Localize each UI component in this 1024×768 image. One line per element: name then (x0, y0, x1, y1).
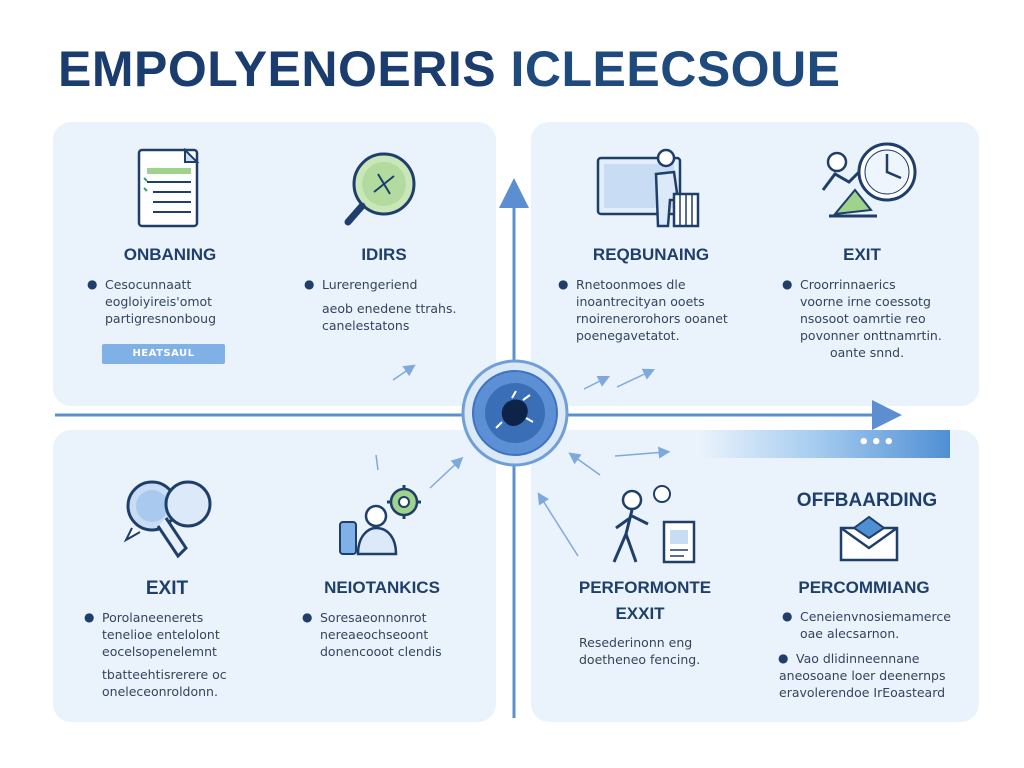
bullet-line: poenegavetatot. (576, 328, 680, 343)
chat-bubbles-icon (122, 478, 217, 567)
bullet-line: eravolerendoe IrEoasteard (779, 685, 946, 700)
bullet-dot: ● (558, 277, 569, 291)
stage-heading-offbaarding: OFFBAARDING (796, 490, 938, 511)
document-checklist-icon (135, 147, 205, 234)
stage-heading-exit-top: EXIT (843, 245, 881, 264)
bullet-line: Soresaeonnonrot (320, 610, 427, 625)
bullet-line: oneleceonroldonn. (102, 684, 218, 699)
stage-bullet-offbaarding-2: ● Vao dlidinneennane aneosoane loer deen… (778, 650, 945, 701)
bullet-dot: ● (778, 651, 789, 665)
stage-subheading-offbaarding: PERCOMMIANG (798, 578, 930, 597)
stage-heading-neiotankics: NEIOTANKICS (324, 578, 440, 597)
flow-arrow (568, 452, 601, 476)
magnifying-glass-icon (340, 148, 420, 234)
stage-bullet-onboarding: ● Cesocunnaatt eogloiyireis'omot partigr… (87, 276, 217, 327)
bullet-line: nereaeochseoont (320, 627, 429, 642)
bullet-dot: ● (87, 277, 98, 291)
bullet-line: Vao dlidinneennane (796, 651, 920, 666)
page-title: EMPOLYENOERIS ICLEECSOUE (58, 40, 841, 98)
bullet-dot: ● (302, 610, 313, 624)
onboarding-button[interactable]: HEATSAUL (102, 344, 225, 364)
stage-bullet-exit-top: ● Croorrinnaerics voorne irne coessotg n… (782, 276, 942, 361)
bullet-line: aeob enedene ttrahs. (322, 301, 457, 316)
bullet-line: canelestatons (322, 318, 410, 333)
progress-dots: ••• (858, 432, 896, 453)
flow-arrow (616, 368, 656, 388)
envelope-icon (838, 514, 900, 566)
title-part-1: EMPOLYENOERIS (58, 41, 497, 97)
flow-arrow (583, 375, 611, 390)
bullet-dot: ● (84, 610, 95, 624)
stage-text-performonte: Resederinonn eng doetheneo fencing. (579, 634, 700, 668)
title-part-2: ICLEECSOUE (496, 41, 841, 97)
stage-bullet-offbaarding: ● Ceneienvnosiemamerce oae alecsarnon. (782, 608, 951, 642)
flow-arrow (429, 456, 464, 489)
bullet-line: voorne irne coessotg (800, 294, 931, 309)
text-line: doetheneo fencing. (579, 652, 701, 667)
bullet-line: nsosoot oamrtie reo (800, 311, 926, 326)
panel-bottom-right (531, 430, 979, 722)
bullet-line: rnoirenerorohors ooanet (576, 311, 728, 326)
stage-bullet-exit-bottom: ● Porolaneenerets tenelioe entelolont eo… (84, 609, 227, 700)
flow-arrow (392, 364, 416, 381)
bullet-line: tbatteehtisrerere oc (102, 667, 227, 682)
bullet-line: povonner onttnamrtin. (800, 328, 942, 343)
bullet-line: Croorrinnaerics (800, 277, 896, 292)
walking-person-icon (604, 482, 704, 571)
bullet-line: Lurerengeriend (322, 277, 418, 292)
stage-heading-onboarding: ONBANING (123, 245, 217, 264)
stage-bullet-reqbunaing: ● Rnetoonmoes dle inoantrecityan ooets r… (558, 276, 728, 344)
center-hub-icon (460, 358, 570, 468)
stage-heading-idirs: IDIRS (361, 245, 407, 264)
stage-heading-reqbunaing: REQBUNAING (592, 245, 710, 264)
flow-arrow (614, 446, 671, 459)
bullet-line: oante snnd. (830, 345, 905, 360)
bullet-line: tenelioe entelolont (102, 627, 220, 642)
bullet-line: eocelsopenelemnt (102, 644, 217, 659)
person-gear-icon (334, 482, 429, 564)
progress-banner (700, 430, 950, 458)
text-line: Resederinonn eng (579, 635, 693, 650)
flow-arrow (375, 454, 379, 471)
bullet-line: oae alecsarnon. (800, 626, 900, 641)
bullet-line: donencooot clendis (320, 644, 442, 659)
bullet-dot: ● (304, 277, 315, 291)
clock-person-icon (815, 140, 925, 234)
bullet-line: inoantrecityan ooets (576, 294, 705, 309)
stage-bullet-idirs: ● Lurerengeriend aeob enedene ttrahs. ca… (304, 276, 457, 334)
stage-subheading-performonte: EXXIT (615, 604, 665, 623)
stage-bullet-neiotankics: ● Soresaeonnonrot nereaeochseoont donenc… (302, 609, 442, 660)
bullet-dot: ● (782, 277, 793, 291)
stage-heading-performonte: PERFORMONTE (578, 578, 712, 597)
bullet-line: eogloiyireis'omot (105, 294, 213, 309)
presenter-board-icon (594, 148, 704, 234)
bullet-line: Cesocunnaatt (105, 277, 192, 292)
flow-arrow (537, 492, 579, 557)
bullet-line: Porolaneenerets (102, 610, 204, 625)
bullet-line: Rnetoonmoes dle (576, 277, 686, 292)
bullet-line: partigresnonboug (105, 311, 217, 326)
panel-bottom-left (53, 430, 496, 722)
bullet-line: Ceneienvnosiemamerce (800, 609, 951, 624)
bullet-dot: ● (782, 609, 793, 623)
bullet-line: aneosoane loer deenernps (779, 668, 946, 683)
stage-heading-exit-bottom: EXIT (145, 578, 189, 599)
